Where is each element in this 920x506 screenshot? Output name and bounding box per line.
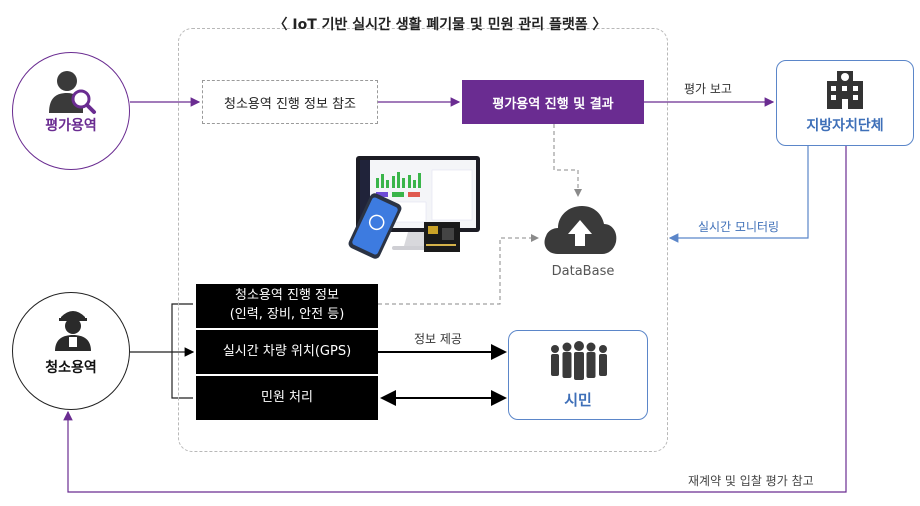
cleaning-info-line2: (인력, 장비, 안전 등) <box>229 307 345 322</box>
complaint-box: 민원 처리 <box>196 376 378 420</box>
gps-box: 실시간 차량 위치(GPS) <box>196 330 378 374</box>
people-group-icon <box>551 341 607 380</box>
platform-frame <box>178 28 668 452</box>
government-box: 지방자치단체 <box>776 60 914 146</box>
bracket-clean-boxes <box>171 303 193 399</box>
cloud-upload-icon <box>544 206 617 254</box>
device-illustration <box>348 156 480 259</box>
gps-label: 실시간 차량 위치(GPS) <box>222 343 352 359</box>
cleaning-ref-box: 청소용역 진행 정보 참조 <box>202 80 378 124</box>
complaint-label: 민원 처리 <box>261 389 313 405</box>
database-label: DataBase <box>551 264 615 279</box>
diagram-title: 〈 IoT 기반 실시간 생활 폐기물 및 민원 관리 플랫폼 〉 <box>273 17 607 33</box>
info-provide-label: 정보 제공 <box>414 332 462 346</box>
worker-icon <box>55 311 91 351</box>
building-icon <box>827 71 863 109</box>
eval-result-box: 평가용역 진행 및 결과 <box>462 80 644 124</box>
eval-report-label: 평가 보고 <box>684 82 732 96</box>
arrow-result-to-db <box>553 124 582 197</box>
evaluation-actor: 평가용역 <box>12 52 130 170</box>
cleaning-info-line1: 청소용역 진행 정보 <box>235 288 339 304</box>
eval-result-label: 평가용역 진행 및 결과 <box>492 96 614 112</box>
recontract-label: 재계약 및 입찰 평가 참고 <box>688 474 814 488</box>
arrow-gov-monitoring <box>668 146 809 243</box>
arrow-gov-to-clean-loop <box>63 146 847 493</box>
government-label: 지방자치단체 <box>806 118 884 134</box>
evaluation-label: 평가용역 <box>45 118 97 134</box>
realtime-monitoring-label: 실시간 모니터링 <box>698 220 780 234</box>
citizen-box: 시민 <box>508 330 648 420</box>
cleaning-ref-label: 청소용역 진행 정보 참조 <box>224 96 356 112</box>
cleaning-label: 청소용역 <box>45 360 97 376</box>
citizen-label: 시민 <box>564 391 592 409</box>
cleaning-actor: 청소용역 <box>12 292 130 410</box>
cleaning-info-box: 청소용역 진행 정보 (인력, 장비, 안전 등) <box>196 284 378 328</box>
arrow-info-to-db <box>378 234 539 305</box>
inspector-icon <box>49 71 96 114</box>
